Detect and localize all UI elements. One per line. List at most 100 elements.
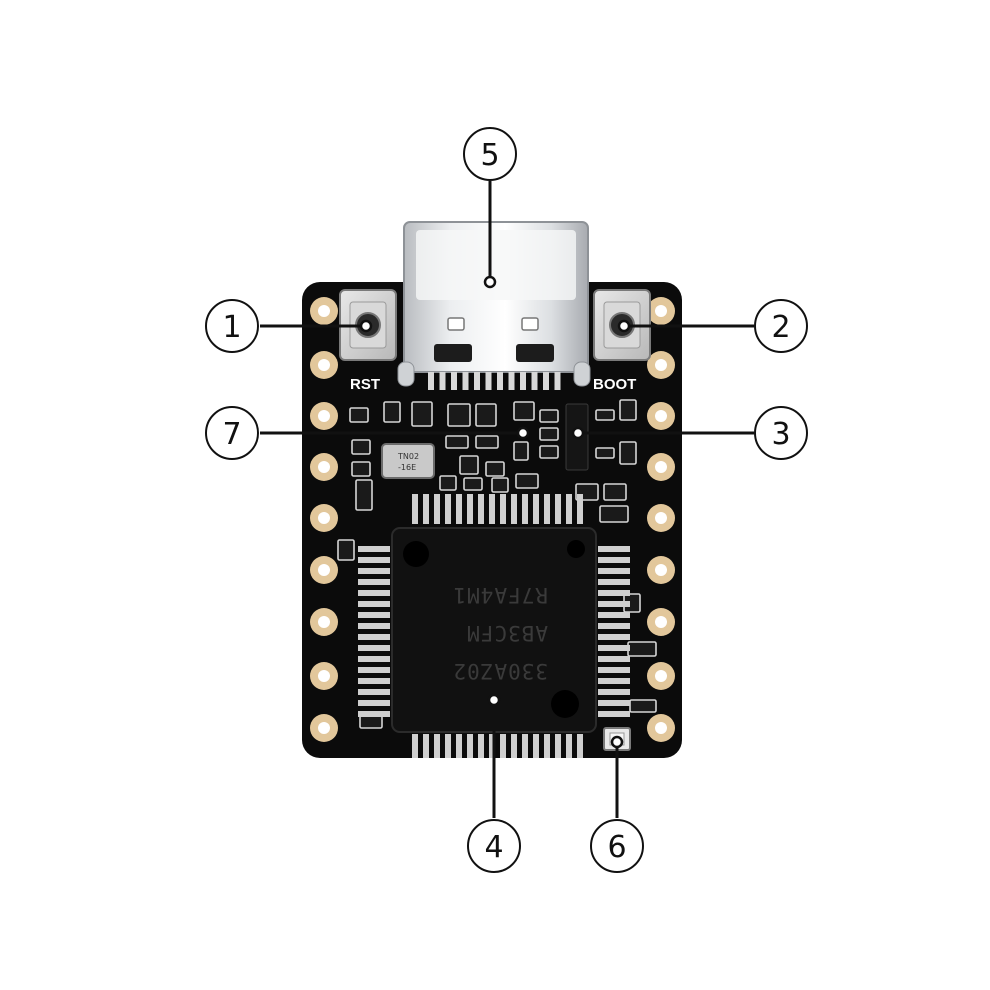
- mcu-pin: [598, 546, 630, 552]
- mcu-pin: [358, 656, 390, 662]
- smd-part: [351, 461, 371, 477]
- callout-1-number: 1: [222, 310, 241, 345]
- mcu-pin: [358, 711, 390, 717]
- mcu-pin: [500, 494, 506, 524]
- mcu-pin: [489, 734, 495, 758]
- usb-pin: [543, 372, 549, 390]
- smd-part: [539, 445, 559, 459]
- smd-part: [515, 473, 539, 489]
- mcu-pin: [358, 546, 390, 552]
- smd-part: [627, 641, 657, 657]
- smd-part: [337, 539, 355, 561]
- smd-part: [539, 409, 559, 423]
- castellated-pads-right: [647, 297, 675, 742]
- mcu-pin: [412, 734, 418, 758]
- usb-pin: [531, 372, 538, 390]
- smd-part: [485, 461, 505, 477]
- mcu-pin: [467, 734, 473, 758]
- mcu-pin: [598, 656, 630, 662]
- mcu-pin: [598, 700, 630, 706]
- mcu-pin: [598, 612, 630, 618]
- mcu-pin: [489, 494, 495, 524]
- callout-7-number: 7: [222, 417, 241, 452]
- smd-part: [475, 435, 499, 449]
- smd-part: [513, 441, 529, 461]
- mcu-pin: [555, 494, 561, 524]
- smd-part: [349, 407, 369, 423]
- usb-pin: [520, 372, 526, 390]
- smd-part: [619, 399, 637, 421]
- mcu-pin: [544, 494, 550, 524]
- mcu-pin: [533, 734, 539, 758]
- mcu-pin: [598, 557, 630, 563]
- usb-pin: [508, 372, 515, 390]
- chip-marking-line-2: AB3CFM: [466, 621, 548, 645]
- smd-part: [603, 483, 627, 501]
- mcu-pin: [511, 734, 517, 758]
- mcu-pin: [598, 634, 630, 640]
- mcu-pin: [358, 601, 390, 607]
- mcu-pin: [598, 601, 630, 607]
- mcu-pin: [358, 579, 390, 585]
- mcu-pin: [358, 689, 390, 695]
- smd-part: [459, 455, 479, 475]
- callout-3: 3: [754, 406, 808, 460]
- usb-pin: [554, 372, 561, 390]
- mcu-pin: [358, 590, 390, 596]
- mcu-pin: [500, 734, 506, 758]
- rst-silkscreen-label: RST: [350, 376, 380, 393]
- mcu-pin: [533, 494, 539, 524]
- mcu-pin: [598, 590, 630, 596]
- mcu-pin: [358, 612, 390, 618]
- callout-6-number: 6: [607, 830, 626, 865]
- smd-part: [629, 699, 657, 713]
- mcu-pin: [358, 645, 390, 651]
- smd-part: [475, 403, 497, 427]
- mcu-pin: [544, 734, 550, 758]
- callout-1: 1: [205, 299, 259, 353]
- mcu-pin: [434, 734, 440, 758]
- mcu-pin: [445, 734, 451, 758]
- mcu-pin: [423, 734, 429, 758]
- callout-2-number: 2: [771, 310, 790, 345]
- usb-pin: [474, 372, 480, 390]
- chip-marking-line-3: R7FA4M1: [452, 583, 548, 607]
- mcu-pin: [445, 494, 451, 524]
- smd-part: [351, 439, 371, 455]
- mcu-pin: [566, 734, 572, 758]
- mcu-pin: [598, 645, 630, 651]
- smd-part: [359, 715, 383, 729]
- smd-part: [355, 479, 373, 511]
- mcu-pin: [358, 568, 390, 574]
- mcu-pin: [358, 634, 390, 640]
- mcu-pin: [577, 494, 583, 524]
- mcu-pin: [434, 494, 440, 524]
- usb-pin: [485, 372, 492, 390]
- callout-3-number: 3: [771, 417, 790, 452]
- callout-6: 6: [590, 819, 644, 873]
- callout-2: 2: [754, 299, 808, 353]
- usb-pin: [451, 372, 457, 390]
- mcu-pin: [358, 678, 390, 684]
- usb-pin: [439, 372, 446, 390]
- castellated-pads-left: [310, 297, 338, 742]
- mcu-pin: [478, 734, 484, 758]
- mcu-pin: [555, 734, 561, 758]
- smd-part: [599, 505, 629, 523]
- smd-part: [513, 401, 535, 421]
- crystal-oscillator: TN02 -16E: [381, 443, 435, 479]
- mcu-pin: [456, 734, 462, 758]
- boot-silkscreen-label: BOOT: [593, 376, 636, 393]
- mcu-pin: [598, 568, 630, 574]
- smd-part: [447, 403, 471, 427]
- smd-part: [491, 477, 509, 493]
- smd-part: [619, 441, 637, 465]
- callout-5-number: 5: [480, 138, 499, 173]
- mcu-pin: [522, 734, 528, 758]
- usb-pin: [497, 372, 503, 390]
- mcu-pin: [598, 667, 630, 673]
- smd-part: [411, 401, 433, 427]
- smd-part: [539, 427, 559, 441]
- chip-marking-line-1: 330AZ02: [452, 659, 548, 683]
